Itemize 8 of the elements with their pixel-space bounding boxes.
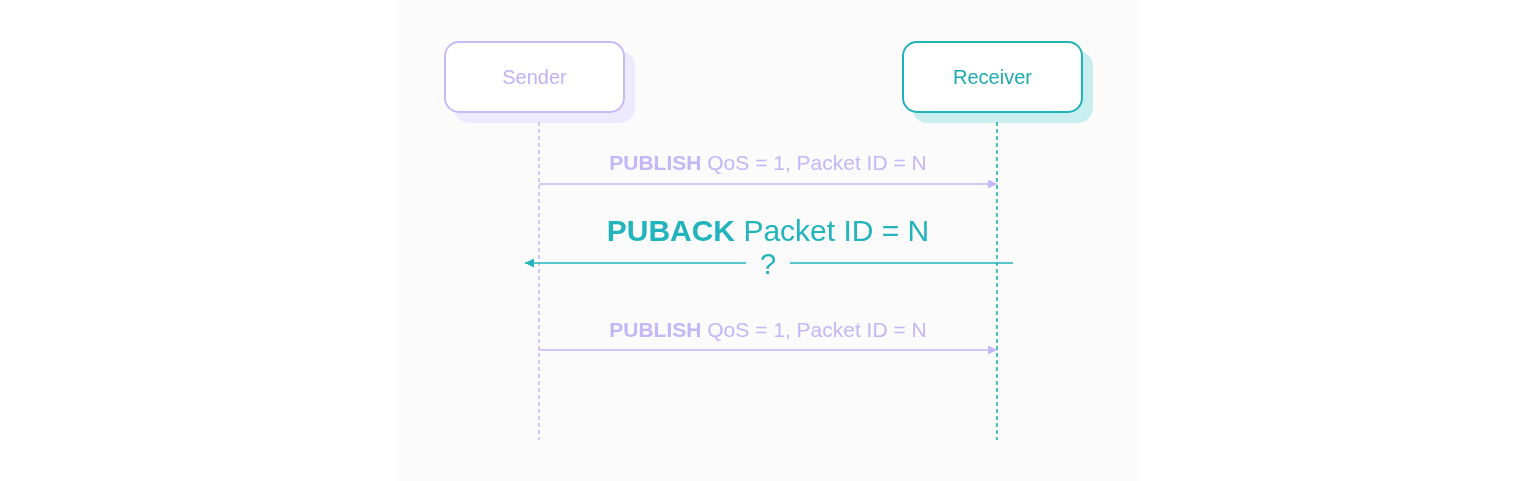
message-label: PUBLISH QoS = 1, Packet ID = N bbox=[609, 150, 927, 176]
message-label: PUBACK Packet ID = N bbox=[606, 213, 930, 249]
participant-label: Receiver bbox=[953, 65, 1032, 89]
message-label: PUBLISH QoS = 1, Packet ID = N bbox=[609, 317, 927, 343]
message-arrow bbox=[524, 258, 1014, 268]
participant-label: Sender bbox=[502, 65, 567, 89]
message-arrow bbox=[538, 179, 998, 189]
message-arrow bbox=[538, 345, 998, 355]
